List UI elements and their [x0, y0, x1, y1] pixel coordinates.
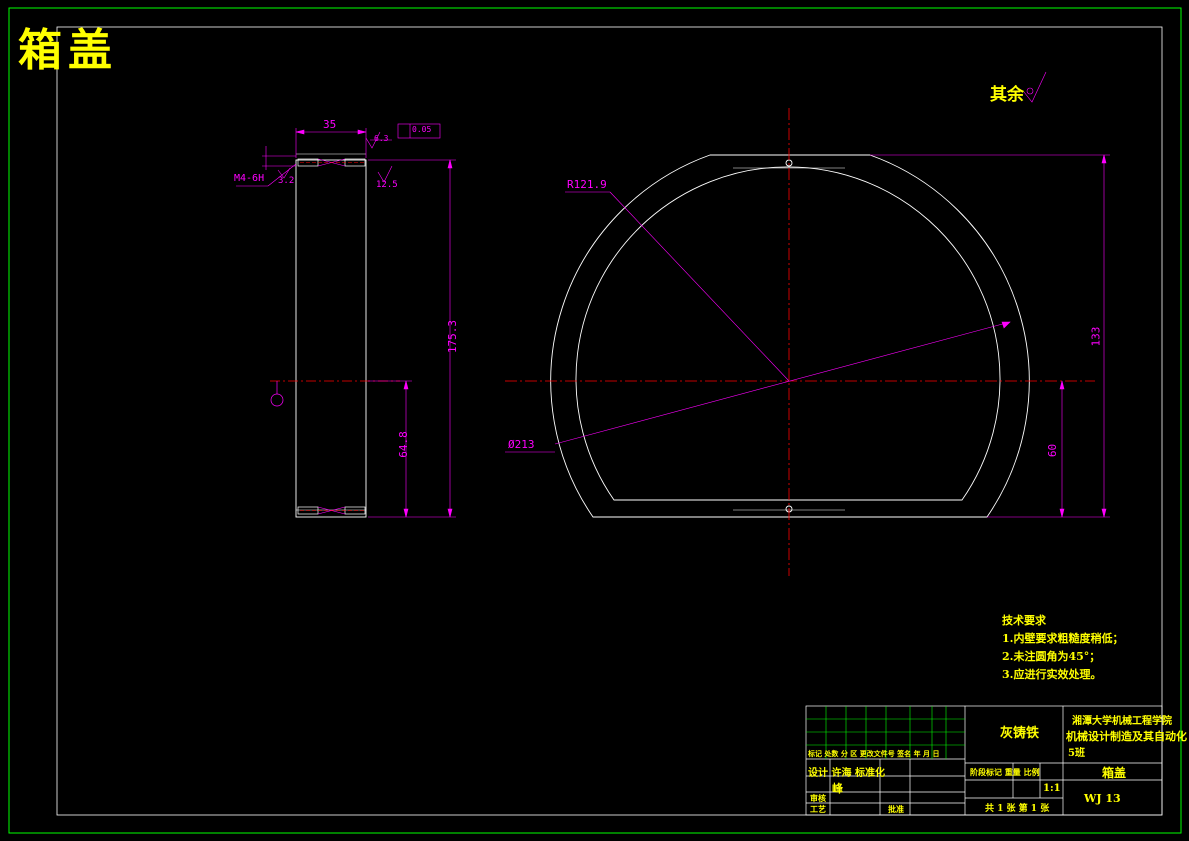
tech-item: 2.未注圆角为45°； — [1002, 650, 1101, 663]
dim-height-60: 60 — [1046, 443, 1060, 458]
tech-requirements: 技术要求 1.内壁要求粗糙度稍低； 2.未注圆角为45°； 3.应进行实效处理。 — [1002, 612, 1123, 684]
tb-header-cols: 标记 处数 分 区 更改文件号 签名 年 月 日 — [808, 749, 940, 758]
tb-scale: 1:1 — [1043, 783, 1061, 794]
tb-class: 5班 — [1068, 748, 1085, 759]
tech-heading: 技术要求 — [1002, 614, 1046, 627]
tb-sheets: 共 1 张 第 1 张 — [985, 804, 1050, 814]
dim-tol-box: 0.05 — [412, 125, 432, 134]
dim-radius: R121.9 — [567, 178, 607, 191]
tb-designer-name2: 峰 — [832, 782, 843, 795]
dim-diameter: Ø213 — [508, 438, 535, 451]
tb-process: 工艺 — [810, 804, 826, 814]
dim-height-133: 133 — [1089, 326, 1103, 347]
side-dimensions — [236, 123, 456, 518]
inner-frame — [56, 26, 1163, 816]
main-centerlines — [505, 108, 1095, 576]
tb-designer-row: 设计 许海 标准化 — [808, 768, 885, 779]
tb-org-line1: 湘潭大学机械工程学院 — [1072, 716, 1172, 727]
tb-stage-cols: 阶段标记 重量 比例 — [970, 767, 1040, 777]
tb-approve: 批准 — [888, 804, 904, 814]
roughness-note: 其余 — [990, 85, 1024, 105]
dim-height-64: 64.8 — [396, 431, 410, 458]
side-view — [270, 153, 400, 518]
tb-drawing-no: WJ 13 — [1084, 792, 1121, 805]
dim-roughness-b: 12.5 — [376, 180, 398, 190]
title-block — [805, 705, 1163, 816]
tech-item: 3.应进行实效处理。 — [1002, 668, 1102, 681]
dim-height-175: 175.3 — [446, 319, 460, 354]
drawing-title: 箱盖 — [18, 25, 118, 76]
tb-org-line2: 机械设计制造及其自动化 — [1066, 730, 1187, 743]
dim-width-35: 35 — [323, 118, 337, 131]
tb-part-name: 箱盖 — [1102, 766, 1127, 780]
main-dimensions — [505, 71, 1110, 518]
tech-item: 1.内壁要求粗糙度稍低； — [1002, 632, 1124, 645]
dim-ruler: 6.3 — [374, 134, 389, 143]
dim-thread: M4-6H — [234, 173, 265, 184]
dim-roughness-a: 3.2 — [278, 176, 295, 186]
outer-frame — [8, 7, 1182, 834]
title-block-grid — [806, 706, 965, 759]
tb-material: 灰铸铁 — [1000, 726, 1040, 741]
tb-reviewer: 审核 — [810, 793, 826, 803]
